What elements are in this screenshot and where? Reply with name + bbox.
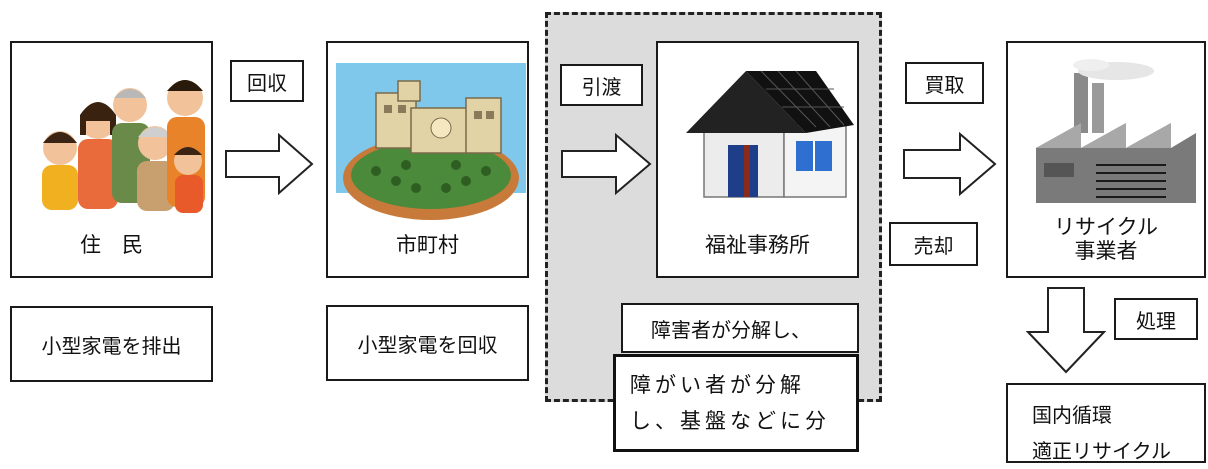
factory-illustration [1036, 59, 1196, 203]
welfare-detail-box: 障がい者が分解 し、基盤などに分 [613, 354, 859, 452]
process-label: 処理 [1114, 298, 1198, 340]
handover-label: 引渡 [560, 64, 643, 106]
flow-arrow-2 [560, 133, 652, 195]
building-icon [375, 80, 502, 154]
family-illustration [42, 80, 205, 213]
flow-arrow-down [1026, 286, 1106, 374]
house-icon [686, 70, 854, 198]
collect-label: 回収 [230, 60, 304, 102]
recycler-label: リサイクル 事業者 [1054, 215, 1158, 264]
house-illustration [686, 70, 854, 198]
factory-icon [1036, 59, 1196, 203]
flow-arrow-3 [902, 132, 997, 196]
welfare-description: 障害者が分解し、 [621, 303, 859, 353]
residents-card: 住 民 [10, 41, 213, 278]
municipality-description: 小型家電を回収 [326, 305, 529, 381]
welfare-detail-line-1: 障がい者が分解 [630, 373, 805, 397]
domestic-recycling-line-1: 国内循環 [1032, 403, 1112, 427]
welfare-detail-line-2: し、基盤などに分 [630, 409, 830, 433]
purchase-label: 買取 [905, 62, 984, 104]
flow-arrow-1 [224, 133, 314, 195]
residents-label: 住 民 [80, 233, 143, 257]
domestic-recycling-box: 国内循環 適正リサイクル [1006, 383, 1206, 463]
family-icon [42, 80, 205, 213]
welfare-office-label: 福祉事務所 [705, 233, 810, 257]
recycler-card: リサイクル 事業者 [1006, 41, 1206, 278]
sale-label: 売却 [889, 222, 978, 266]
residents-description: 小型家電を排出 [10, 306, 213, 382]
domestic-recycling-line-2: 適正リサイクル [1032, 439, 1171, 463]
municipality-card: 市町村 [326, 41, 529, 278]
welfare-office-card: 福祉事務所 [656, 41, 859, 278]
municipality-label: 市町村 [396, 233, 459, 257]
municipality-illustration [336, 63, 526, 220]
